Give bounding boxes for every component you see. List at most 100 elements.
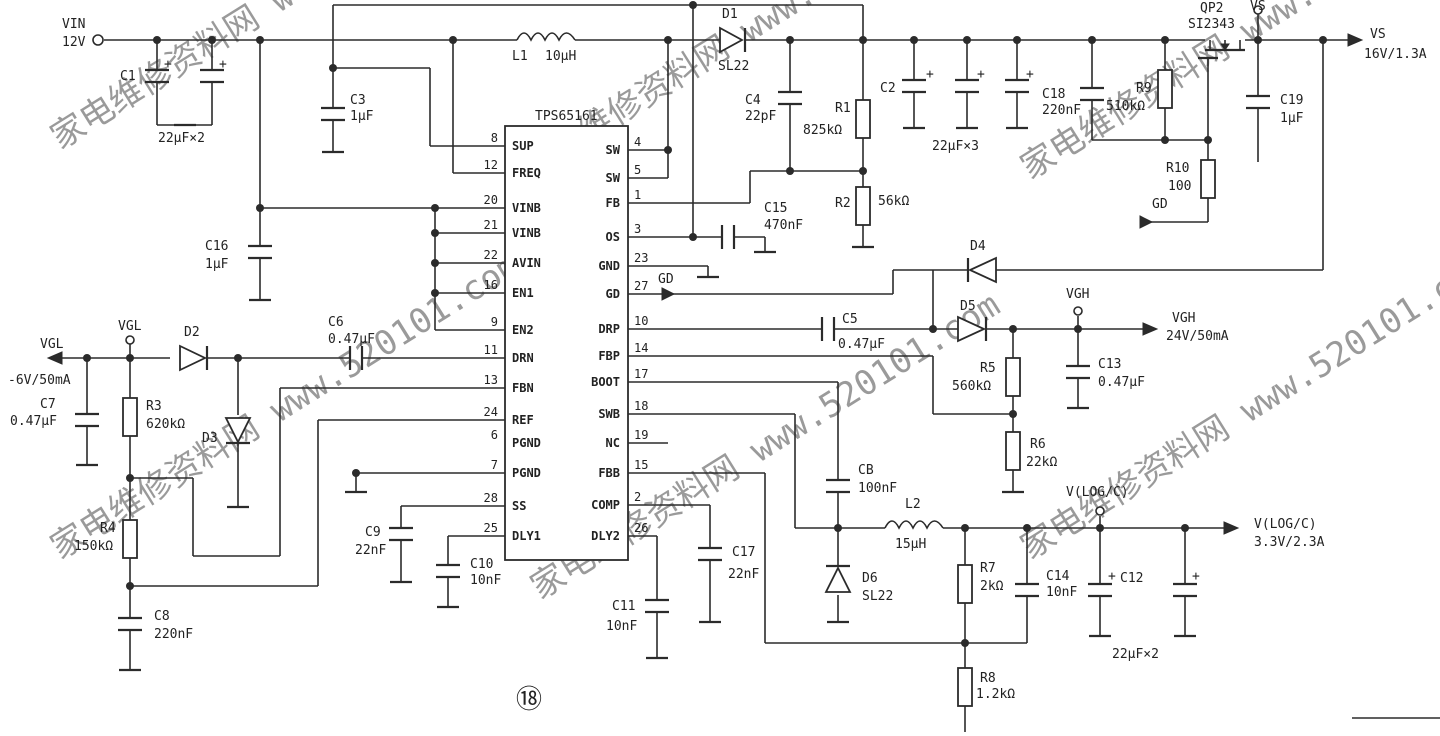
label-c14: C14	[1046, 569, 1070, 584]
pin-name: FBB	[598, 466, 620, 480]
label-vs-spec: 16V/1.3A	[1364, 47, 1427, 62]
label-vs-node: VS	[1250, 0, 1266, 14]
d1-diode	[719, 26, 747, 54]
label-r4: R4	[100, 521, 116, 536]
c6-capacitor	[348, 346, 364, 370]
pin-name: DLY1	[512, 529, 541, 543]
c14-capacitor	[1015, 582, 1039, 598]
label-c1: C1	[120, 69, 136, 84]
c13-capacitor	[1065, 364, 1091, 410]
pin-number: 5	[634, 163, 641, 177]
label-c4: C4	[745, 93, 761, 108]
pin-number: 3	[634, 222, 641, 236]
label-r10-value: 100	[1168, 179, 1191, 194]
label-vgh-spec: 24V/50mA	[1166, 329, 1229, 344]
r5-resistor	[1005, 357, 1021, 397]
l1-inductor	[516, 32, 576, 42]
junction-dots	[83, 1, 1327, 647]
svg-text:+: +	[1108, 569, 1116, 584]
ic-name: TPS65161	[535, 109, 598, 124]
label-c17: C17	[732, 545, 755, 560]
label-l2: L2	[905, 497, 921, 512]
plus-sign: +	[164, 57, 172, 72]
vgl-test-point	[125, 335, 135, 345]
label-d1: D1	[722, 7, 738, 22]
c12-capacitor-bank: ++	[1087, 569, 1200, 638]
pin-name: DRN	[512, 351, 534, 365]
pin-name: PGND	[512, 466, 541, 480]
c9-capacitor	[388, 526, 414, 584]
label-vgh-out: VGH	[1172, 311, 1195, 326]
svg-text:+: +	[1192, 569, 1200, 584]
pin-name: SWB	[598, 407, 620, 421]
ic-pin-right: 1FB	[606, 188, 642, 210]
pin-name: FBN	[512, 381, 534, 395]
c7-capacitor	[74, 412, 100, 467]
vs-output-arrow	[1347, 33, 1364, 47]
label-c3-value: 1μF	[350, 109, 374, 124]
label-c10: C10	[470, 557, 493, 572]
pin-number: 7	[491, 458, 498, 472]
pin-number: 1	[634, 188, 641, 202]
r6-resistor	[1005, 431, 1021, 471]
label-c11: C11	[612, 599, 635, 614]
pin-name: VINB	[512, 201, 541, 215]
label-c8-value: 220nF	[154, 627, 193, 642]
pin-name: SS	[512, 499, 526, 513]
c16-capacitor	[247, 244, 273, 302]
pin-name: FREQ	[512, 166, 541, 180]
ic-right-pins: 4SW5SW1FB3OS23GND27GD10DRP14FBP17BOOT18S…	[591, 135, 648, 543]
r3-resistor	[122, 397, 138, 437]
vlog-test-point	[1095, 506, 1105, 516]
cb-capacitor	[826, 478, 850, 494]
pin-name: COMP	[591, 498, 620, 512]
c8-capacitor	[117, 616, 143, 672]
d3-diode	[224, 417, 252, 445]
label-d6: D6	[862, 571, 878, 586]
pin-number: 24	[484, 405, 498, 419]
label-gd-2: GD	[658, 272, 674, 287]
pin-number: 28	[484, 491, 498, 505]
pin-name: SUP	[512, 139, 534, 153]
label-vlog-node: V(LOG/C)	[1066, 485, 1129, 500]
label-c19: C19	[1280, 93, 1303, 108]
d4-diode	[966, 256, 997, 284]
label-d4: D4	[970, 239, 986, 254]
label-c5-value: 0.47μF	[838, 337, 885, 352]
label-r7-value: 2kΩ	[980, 579, 1004, 594]
label-r5: R5	[980, 361, 996, 376]
svg-text:+: +	[977, 67, 985, 82]
ic-left-pins: 8SUP12FREQ20VINB21VINB22AVIN16EN19EN211D…	[484, 131, 541, 543]
pin-name: VINB	[512, 226, 541, 240]
label-r1-value: 825kΩ	[803, 123, 842, 138]
c10-capacitor	[435, 563, 461, 609]
label-c17-value: 22nF	[728, 567, 759, 582]
watermark-text-1: 家电维修资料网 www.520101.com	[44, 0, 527, 158]
pin-name: SW	[606, 171, 621, 185]
label-vgh-node: VGH	[1066, 287, 1089, 302]
pin-name: FB	[606, 196, 620, 210]
vin-terminal	[92, 34, 104, 46]
label-vgl-out: VGL	[40, 337, 64, 352]
label-c2-value: 22μF×3	[932, 139, 979, 154]
label-vin-voltage: 12V	[62, 35, 86, 50]
label-r4-value: 150kΩ	[74, 539, 113, 554]
c1-capacitor: ++	[145, 57, 227, 84]
label-vlog-out: V(LOG/C)	[1254, 517, 1317, 532]
r10-resistor	[1200, 159, 1216, 199]
label-c3: C3	[350, 93, 366, 108]
vs-test-point	[1253, 5, 1263, 15]
pin-number: 4	[634, 135, 641, 149]
label-c16-value: 1μF	[205, 257, 229, 272]
